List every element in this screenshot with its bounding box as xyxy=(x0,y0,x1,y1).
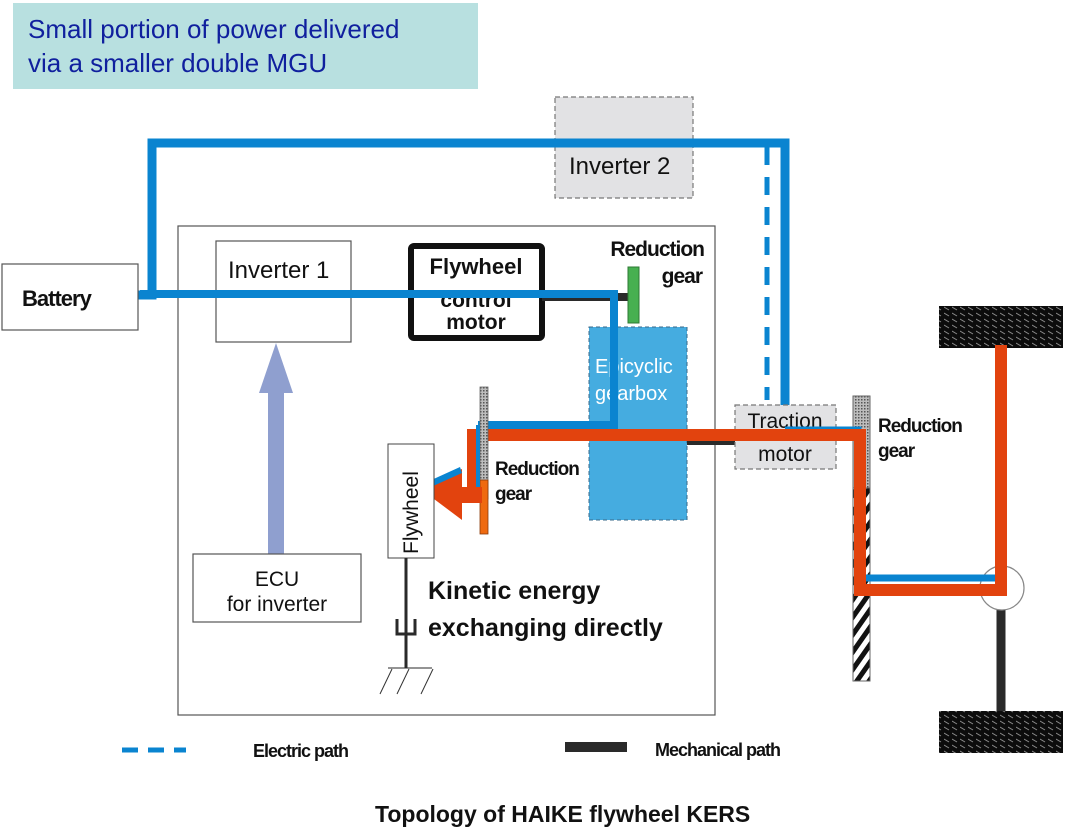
electric-path-inner xyxy=(140,290,618,429)
inverter-1-label: Inverter 1 xyxy=(228,257,329,284)
battery-label: Battery xyxy=(22,286,93,311)
reduction-gear-mid-lower xyxy=(479,479,489,535)
reduction-gear-right-label-2: gear xyxy=(878,441,916,462)
flywheel-control-motor-label-1: Flywheel xyxy=(430,254,523,279)
ground-hatch-3 xyxy=(420,668,434,695)
energy-flow-arrow-stem xyxy=(460,487,482,503)
ecu-label-2: for inverter xyxy=(227,593,327,616)
ecu: ECU for inverter xyxy=(192,553,362,623)
flywheel-box xyxy=(387,443,435,559)
epicyclic-gearbox-label-2: gearbox xyxy=(595,383,667,405)
epicyclic-gearbox-label-1: Epicyclic xyxy=(595,356,673,378)
battery: Battery xyxy=(1,263,139,331)
ecu-label-1: ECU xyxy=(255,568,299,591)
annotation-line-2: exchanging directly xyxy=(428,614,663,642)
system-enclosure xyxy=(177,225,716,716)
ecu-control-arrow xyxy=(259,343,293,554)
legend-mechanical-label: Mechanical path xyxy=(655,740,780,760)
ecu-arrow-shaft xyxy=(268,392,284,554)
reduction-gear-mid-label-1: Reduction xyxy=(495,459,579,480)
callout: Small portion of power delivered via a s… xyxy=(13,3,478,89)
reduction-gear-top-label-2: gear xyxy=(662,265,703,288)
damper-icon xyxy=(395,619,417,636)
energy-flow-arrowhead xyxy=(418,469,462,520)
diagram-caption: Topology of HAIKE flywheel KERS xyxy=(375,801,750,827)
ecu-arrow-head xyxy=(259,343,293,393)
annotation-line-1: Kinetic energy xyxy=(428,577,600,605)
ground-hatch-1 xyxy=(379,668,393,695)
flywheel: Flywheel xyxy=(387,443,435,559)
reduction-gear-mid-label-2: gear xyxy=(495,484,533,505)
wheel-bottom xyxy=(939,711,1063,753)
flywheel-control-motor-label-3: motor xyxy=(446,311,506,334)
ground-hatch-2 xyxy=(396,668,410,695)
callout-background xyxy=(13,3,478,89)
flywheel-mount xyxy=(379,558,434,695)
traction-motor-label-2: motor xyxy=(758,443,812,466)
legend-electric-label: Electric path xyxy=(253,741,348,761)
reduction-gear-right-label-1: Reduction xyxy=(878,416,962,437)
wheel-top xyxy=(939,306,1063,348)
callout-line-1: Small portion of power delivered xyxy=(28,14,399,44)
legend: Electric path Mechanical path xyxy=(122,740,781,761)
ecu-box xyxy=(192,553,362,623)
flywheel-label: Flywheel xyxy=(400,471,423,554)
legend-mechanical-swatch xyxy=(565,742,627,752)
reduction-gear-top-label-1: Reduction xyxy=(610,238,704,261)
inverter-2-label: Inverter 2 xyxy=(569,153,670,180)
energy-flow-path xyxy=(467,345,1007,596)
battery-box xyxy=(1,263,139,331)
callout-line-2: via a smaller double MGU xyxy=(28,48,327,78)
reduction-gear-top xyxy=(627,266,640,324)
